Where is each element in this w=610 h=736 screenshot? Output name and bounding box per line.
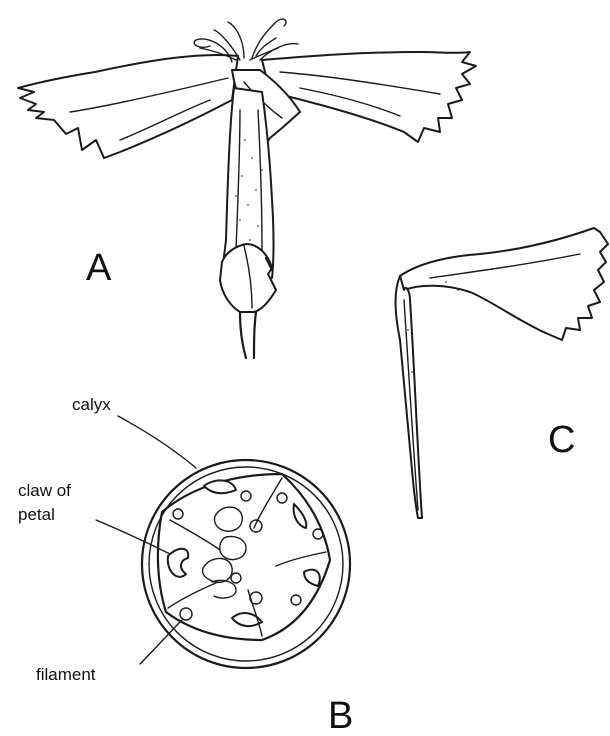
panel-label-c: C xyxy=(548,419,575,461)
petal-right xyxy=(262,52,476,142)
petal-left xyxy=(18,55,238,158)
label-claw-line2: petal xyxy=(18,505,55,524)
petal-claw-section-4 xyxy=(304,570,320,586)
panel-c-petal xyxy=(396,228,609,518)
petal-claw xyxy=(396,276,423,518)
label-calyx: calyx xyxy=(72,395,111,414)
label-filament: filament xyxy=(36,665,96,684)
panel-label-a: A xyxy=(86,247,112,289)
petal-claw-section-1 xyxy=(168,549,188,577)
flower-stem xyxy=(240,312,256,358)
petal-claw-section-2 xyxy=(204,480,236,493)
panel-b-cross-section xyxy=(142,460,350,668)
claw-stipple xyxy=(407,281,459,373)
petal-claw-section-3 xyxy=(294,504,307,528)
label-claw-line1: claw of xyxy=(18,481,71,500)
leader-lines xyxy=(96,416,196,664)
panel-label-b: B xyxy=(328,695,353,736)
petal-blade xyxy=(400,228,608,340)
calyx-leader xyxy=(118,416,196,468)
ovary-center xyxy=(203,507,246,598)
